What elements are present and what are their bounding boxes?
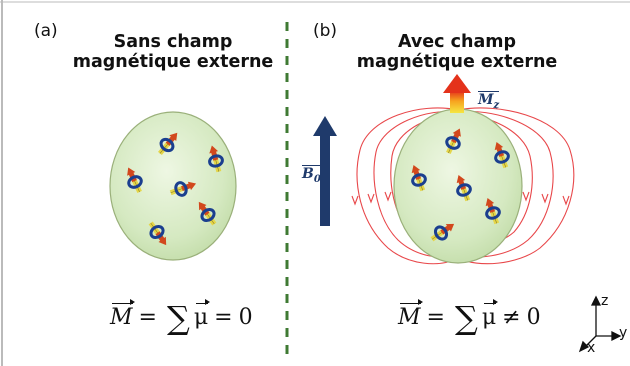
equation-b-sum: ∑: [454, 299, 478, 337]
magnetization-arrow: [443, 74, 471, 113]
equation-a-relation: =: [214, 305, 233, 330]
cell-a: [109, 111, 237, 261]
panel-b-title-line1: Avec champ: [397, 32, 517, 52]
magnetization-label: Mz: [478, 91, 500, 111]
external-field-symbol: B: [302, 166, 314, 182]
equation-a: M=∑μ=0: [110, 299, 253, 337]
field-line-arrowheads: [351, 191, 570, 206]
equation-b-relation: ≠: [502, 305, 521, 330]
field-line-left-1: [356, 107, 459, 265]
panel-a-title-line1: Sans champ: [113, 32, 233, 52]
equation-b-rhs: 0: [526, 305, 541, 330]
equation-a-sum: ∑: [166, 299, 190, 337]
axis-x-label: x: [587, 340, 596, 356]
magnetization-symbol: M: [478, 92, 494, 108]
equation-a-mu: μ: [193, 299, 211, 330]
axes-glyph: [578, 295, 622, 353]
equation-a-equals: =: [138, 305, 157, 330]
panel-b-title: Avec champ magnétique externe: [347, 32, 567, 72]
panel-a-title: Sans champ magnétique externe: [63, 32, 283, 72]
equation-a-rhs: 0: [238, 305, 253, 330]
panel-a-label: (a): [34, 21, 58, 41]
external-field-arrow: [313, 116, 337, 226]
magnetization-subscript: z: [493, 99, 500, 111]
panel-b-label: (b): [313, 21, 338, 41]
axis-y-label: y: [619, 325, 628, 341]
panel-b-title-line2: magnétique externe: [356, 52, 558, 72]
equation-a-M: M: [110, 299, 135, 330]
equation-b-mu: μ: [481, 299, 499, 330]
panel-a-title-line2: magnétique externe: [72, 52, 274, 72]
field-line-left-2: [373, 110, 459, 258]
external-field-subscript: 0: [313, 173, 321, 185]
field-line-right-1: [457, 107, 575, 265]
equation-b-equals: =: [426, 305, 445, 330]
equation-b-M: M: [398, 299, 423, 330]
external-field-label: B0: [302, 165, 321, 185]
axis-z-label: z: [601, 293, 609, 309]
equation-b: M= ∑μ≠0: [398, 299, 541, 337]
field-line-right-2: [457, 110, 554, 258]
